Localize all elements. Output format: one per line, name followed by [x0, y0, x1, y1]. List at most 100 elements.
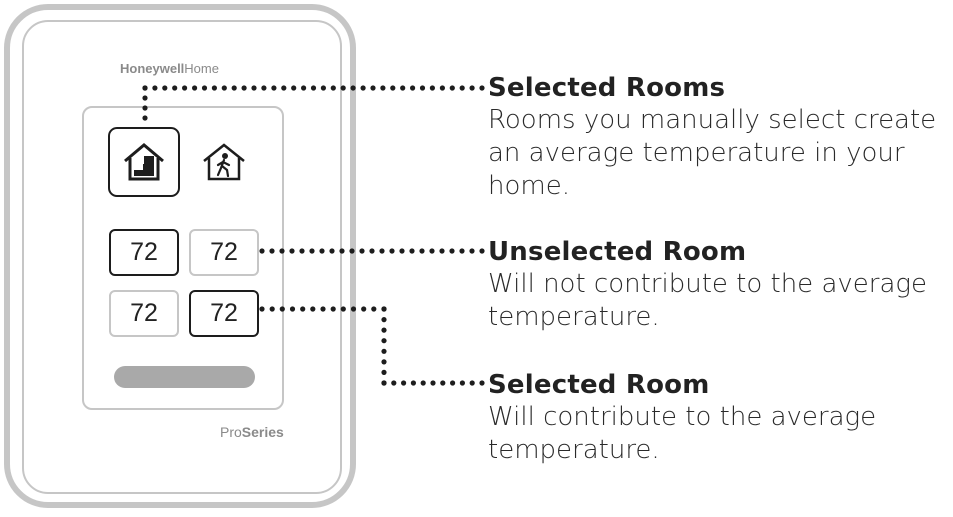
leader-dot — [469, 380, 475, 386]
leader-dot — [269, 306, 275, 312]
leader-dot — [142, 95, 148, 101]
leader-dot — [410, 380, 416, 386]
proseries-prefix: Pro — [220, 424, 242, 440]
room-tile-bottom-right[interactable]: 72 — [189, 290, 259, 337]
leader-dot — [419, 85, 426, 91]
leader-dot — [379, 248, 385, 254]
leader-dot — [279, 306, 285, 312]
callout-title: Selected Room — [488, 370, 710, 400]
leader-dot — [381, 317, 387, 323]
leader-dot — [449, 85, 455, 91]
leader-dot — [449, 248, 455, 254]
leader-dot — [349, 248, 355, 254]
occupancy-mode-button[interactable] — [196, 137, 252, 187]
leader-dot — [479, 85, 485, 91]
leader-dot — [410, 85, 416, 91]
leader-dot — [381, 338, 387, 344]
room-tile-bottom-left[interactable]: 72 — [109, 290, 179, 337]
leader-dot — [439, 85, 445, 91]
leader-dot — [269, 248, 275, 254]
leader-dot — [182, 85, 188, 91]
leader-dot — [479, 248, 485, 254]
leader-dot — [389, 248, 395, 254]
leader-dot — [350, 306, 357, 312]
brand-suffix: Home — [184, 61, 219, 76]
leader-dot — [152, 85, 158, 91]
leader-dot — [142, 115, 148, 121]
leader-dot — [192, 85, 198, 91]
leader-dot — [329, 248, 335, 254]
leader-dot — [339, 248, 345, 254]
callout-line: an average temperature in your — [488, 138, 905, 168]
leader-dot — [399, 248, 405, 254]
leader-dot — [409, 248, 415, 254]
leader-dot — [370, 85, 376, 91]
leader-dot — [271, 85, 277, 91]
leader-dot — [450, 380, 456, 386]
leader-dot — [162, 85, 168, 91]
leader-dot — [289, 306, 296, 312]
leader-dot — [289, 248, 295, 254]
brand-name: Honeywell — [120, 61, 185, 76]
callout-line: home. — [488, 171, 570, 201]
leader-dot — [320, 85, 326, 91]
leader-dot — [299, 248, 305, 254]
leader-dot — [172, 85, 178, 91]
leader-dot — [330, 85, 336, 91]
leader-dot — [381, 369, 387, 375]
leader-dot — [310, 306, 316, 312]
leader-dot — [241, 85, 247, 91]
leader-dot — [259, 248, 265, 254]
home-rooms-icon — [124, 143, 164, 181]
thermostat-faceplate — [22, 20, 342, 494]
leader-dot — [459, 380, 465, 386]
leader-dot — [429, 248, 435, 254]
callout-line: Will contribute to the average — [488, 402, 877, 432]
callout-unselected-room: Unselected Room Will not contribute to t… — [488, 236, 927, 334]
leader-dot — [340, 85, 346, 91]
leader-dot — [459, 85, 465, 91]
leader-dot — [361, 306, 367, 312]
leader-dot — [142, 85, 148, 91]
leader-dot — [211, 85, 217, 91]
leader-dot — [350, 85, 356, 91]
leader-dot — [401, 380, 407, 386]
leader-dot — [419, 248, 425, 254]
callout-title: Unselected Room — [488, 237, 747, 267]
leader-dot — [390, 85, 396, 91]
room-tile-top-right[interactable]: 72 — [189, 229, 259, 276]
proseries-logo: ProSeries — [220, 424, 284, 440]
leader-dot — [381, 306, 387, 312]
leader-dot — [279, 248, 285, 254]
leader-dot — [340, 306, 346, 312]
leader-dot — [469, 85, 475, 91]
person-in-house-icon — [203, 143, 245, 181]
leader-dot — [231, 85, 237, 91]
room-tile-top-left[interactable]: 72 — [109, 229, 179, 276]
brand-logo: HoneywellHome — [120, 61, 219, 76]
leader-dot — [359, 248, 365, 254]
leader-dot — [142, 105, 148, 111]
leader-dot — [371, 306, 377, 312]
proseries-suffix: Series — [241, 424, 284, 440]
leader-dot — [420, 380, 426, 386]
leader-dot — [479, 380, 485, 386]
leader-dot — [330, 306, 336, 312]
selected-rooms-mode-button[interactable] — [108, 127, 180, 197]
callout-selected-rooms: Selected Rooms Rooms you manually select… — [488, 72, 936, 203]
leader-dot — [301, 85, 307, 91]
leader-dot — [381, 380, 387, 386]
thermostat-body — [4, 4, 356, 508]
callout-title: Selected Rooms — [488, 73, 726, 103]
leader-dot — [440, 380, 446, 386]
callout-line: temperature. — [488, 302, 660, 332]
leader-dot — [469, 248, 475, 254]
leader-dot — [310, 85, 317, 91]
leader-dot — [430, 380, 436, 386]
callout-line: temperature. — [488, 435, 660, 465]
callout-line: Will not contribute to the average — [488, 269, 927, 299]
leader-dot — [369, 248, 375, 254]
leader-dot — [281, 85, 287, 91]
leader-dot — [291, 85, 297, 91]
